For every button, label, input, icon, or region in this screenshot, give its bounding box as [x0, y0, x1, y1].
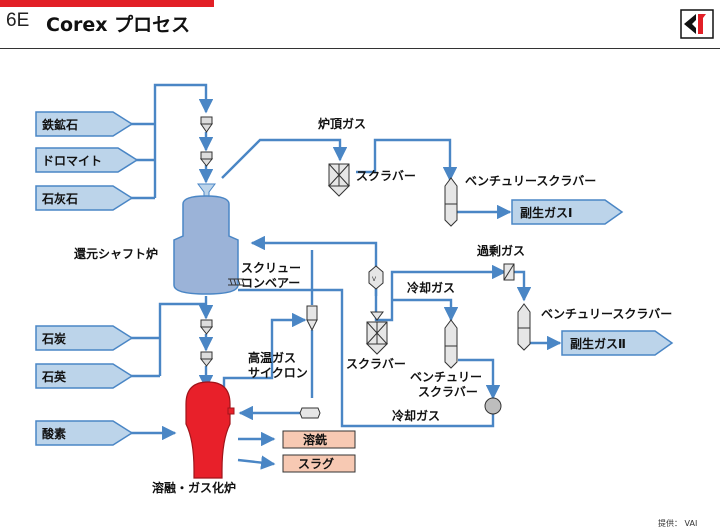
screw-conveyor-icon: [228, 278, 245, 286]
cooling-gas-bottom-line: [238, 288, 495, 428]
input-coal: 石炭: [35, 325, 134, 351]
slag-label: スラグ: [298, 456, 334, 471]
excess-gas-label: 過剰ガス: [476, 243, 525, 258]
shaft-furnace-label: 還元シャフト炉: [74, 246, 158, 261]
input-dolomite: ドロマイト: [35, 147, 139, 173]
ore-hopper-1-icon: [200, 116, 213, 133]
right-venturi-scrubber-icon: [517, 303, 531, 351]
hot-gas-cyclone-label-2: サイクロン: [248, 366, 308, 380]
coal-collector: [158, 302, 206, 376]
hot-gas-cyclone-icon: [306, 305, 318, 332]
furnace-top-hopper-icon: [197, 183, 216, 197]
hot-gas-cyclone-label-1: 高温ガス: [248, 350, 296, 365]
hot-metal-box: 溶銑: [282, 430, 356, 449]
screw-conveyor-label-2: コンベアー: [241, 276, 300, 290]
company-logo-icon: [680, 9, 714, 39]
excess-gas-split: [374, 264, 507, 322]
top-gas-line: [221, 138, 348, 179]
input-oxygen: 酸素: [35, 420, 134, 446]
mid-venturi-label-1: ベンチュリー: [410, 370, 482, 384]
melter-gasifier-label: 溶融・ガス化炉: [152, 480, 236, 495]
slag-line: [237, 455, 276, 470]
input-iron-ore: 鉄鉱石: [35, 111, 134, 137]
cooling-gas-top-label: 冷却ガス: [407, 280, 455, 295]
image-credit: 提供： VAI: [658, 519, 698, 528]
slide-number: 6E: [6, 10, 30, 31]
header-divider: [0, 48, 720, 49]
input-oxygen-label: 酸素: [42, 426, 66, 441]
excess-gas-valve-icon: [503, 263, 515, 281]
top-venturi-scrubber-icon: [444, 177, 458, 227]
hot-metal-label: 溶銑: [303, 432, 327, 447]
by-gas-2-box: 副生ガスⅡ: [561, 330, 674, 356]
excess-gas-to-venturi: [514, 270, 532, 302]
venturi-mid-to-blower: [458, 358, 501, 400]
header-accent-bar: [0, 0, 214, 7]
coal-hopper-2-icon: [199, 351, 214, 367]
dust-burner-icon: [299, 407, 321, 419]
reduction-gas-line: [250, 235, 378, 258]
coal-hopper-1-icon: [199, 319, 214, 335]
mid-venturi-scrubber-icon: [444, 319, 458, 369]
input-limestone-label: 石灰石: [41, 191, 78, 206]
melter-gasifier: [185, 381, 235, 479]
top-scrubber-label: スクラバー: [356, 169, 416, 183]
input-iron-ore-label: 鉄鉱石: [42, 117, 78, 132]
top-scrubber-to-venturi: [356, 138, 458, 182]
screw-conveyor-label-1: スクリュー: [241, 261, 301, 275]
slag-box: スラグ: [282, 454, 356, 473]
mid-scrubber-label: スクラバー: [346, 357, 406, 371]
by-gas-1-label: 副生ガスⅠ: [520, 205, 572, 220]
melter-gas-to-cyclone: [222, 312, 307, 400]
cooling-gas-bottom-label: 冷却ガス: [392, 408, 440, 423]
by-gas-1-box: 副生ガスⅠ: [511, 199, 624, 225]
gas-purifier-icon: V: [368, 265, 384, 290]
top-scrubber-icon: [327, 163, 351, 197]
cooling-gas-top-line: [392, 298, 459, 322]
ore-hopper-2-icon: [199, 151, 214, 167]
by-gas-2-label: 副生ガスⅡ: [570, 336, 626, 351]
feed-collector: [153, 83, 214, 198]
input-quartz: 石英: [35, 363, 134, 389]
input-dolomite-label: ドロマイト: [42, 154, 102, 168]
input-quartz-label: 石英: [41, 369, 67, 384]
input-coal-label: 石炭: [41, 331, 66, 346]
svg-text:V: V: [372, 276, 377, 283]
top-venturi-label: ベンチュリースクラバー: [465, 174, 596, 188]
mid-venturi-label-2: スクラバー: [418, 385, 478, 399]
right-venturi-label: ベンチュリースクラバー: [541, 307, 672, 321]
page-title: Corex プロセス: [46, 14, 191, 36]
cooling-gas-blower-icon: [484, 397, 502, 415]
mid-scrubber-icon: [365, 311, 389, 355]
top-gas-label: 炉頂ガス: [318, 116, 366, 131]
input-limestone: 石灰石: [35, 185, 134, 211]
